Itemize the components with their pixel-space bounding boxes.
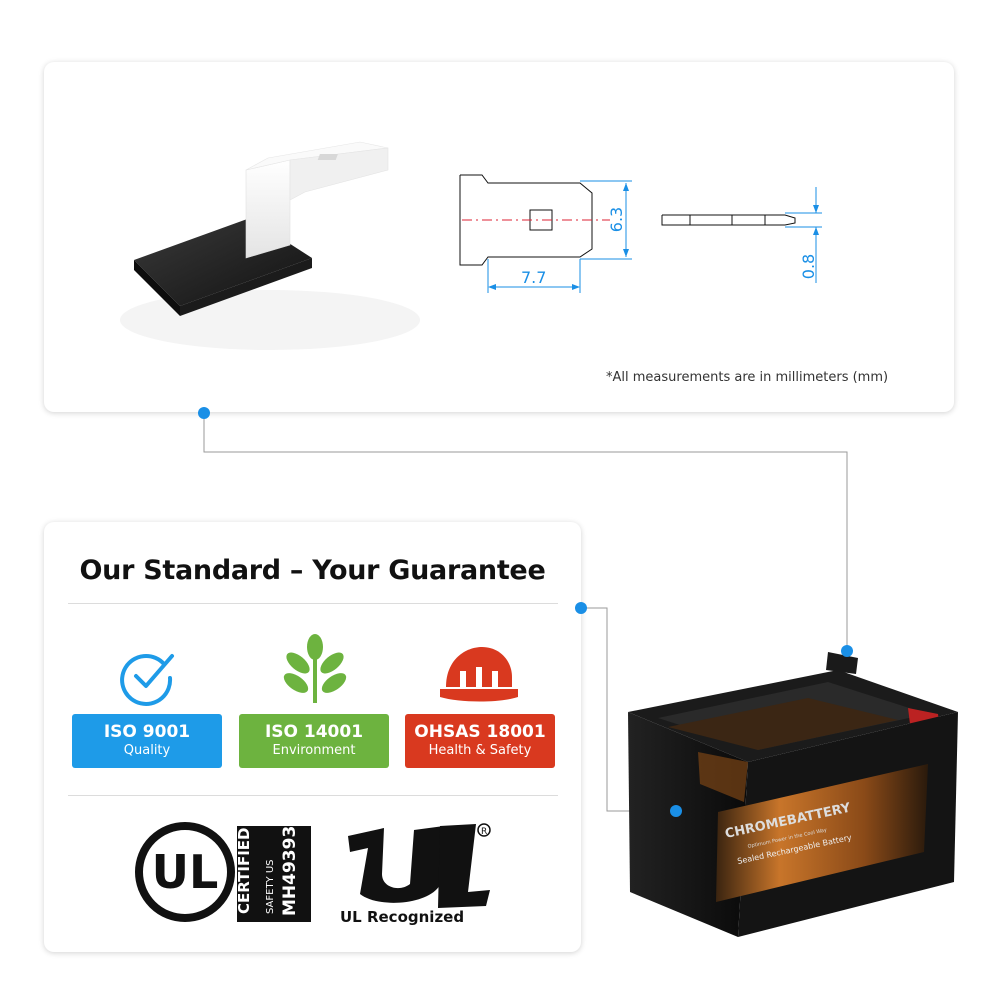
battery-image: CHROMEBATTERY Sealed Rechargeable Batter… bbox=[628, 652, 958, 937]
ul-recognized-label: UL Recognized bbox=[340, 908, 465, 926]
badge-subtitle: Health & Safety bbox=[428, 743, 532, 758]
badge-subtitle: Quality bbox=[123, 743, 171, 758]
connector-dot-card bbox=[575, 602, 587, 614]
dimension-thickness-label: 0.8 bbox=[799, 253, 819, 280]
guarantee-headline: Our Standard – Your Guarantee bbox=[79, 555, 546, 586]
ul-certified-text: CERTIFIED bbox=[235, 828, 253, 914]
measurement-note: *All measurements are in millimeters (mm… bbox=[606, 370, 889, 385]
ul-safety-text: SAFETY US bbox=[265, 859, 276, 914]
ul-certified-logo: UL CERTIFIED SAFETY US MH49393 bbox=[135, 822, 311, 922]
dimension-height-label: 6.3 bbox=[607, 206, 627, 233]
badge-iso-9001: ISO 9001 Quality bbox=[72, 714, 222, 768]
connector-dot-battery bbox=[670, 805, 682, 817]
badge-ohsas-18001: OHSAS 18001 Health & Safety bbox=[405, 714, 555, 768]
badge-title: OHSAS 18001 bbox=[414, 722, 546, 742]
hard-hat-icon bbox=[440, 647, 518, 702]
leaf-plant-icon bbox=[283, 634, 347, 703]
badge-subtitle: Environment bbox=[272, 743, 356, 758]
terminal-dimensions-card bbox=[44, 62, 954, 412]
badge-iso-14001: ISO 14001 Environment bbox=[239, 714, 389, 768]
badge-title: ISO 14001 bbox=[264, 722, 364, 742]
connector-dot-top bbox=[198, 407, 210, 419]
dimension-width-label: 7.7 bbox=[521, 268, 547, 287]
svg-text:R: R bbox=[481, 827, 487, 837]
ul-mark-text: UL bbox=[152, 845, 219, 899]
ul-recognized-logo: R bbox=[348, 823, 491, 908]
check-circle-icon bbox=[120, 653, 174, 706]
connector-dot-terminal bbox=[841, 645, 853, 657]
terminal-drawing bbox=[459, 174, 822, 293]
ul-code-text: MH49393 bbox=[280, 826, 300, 916]
divider-bottom bbox=[68, 795, 558, 796]
badge-title: ISO 9001 bbox=[103, 722, 191, 742]
terminal-3d-image bbox=[120, 141, 420, 350]
divider-top bbox=[68, 603, 558, 604]
